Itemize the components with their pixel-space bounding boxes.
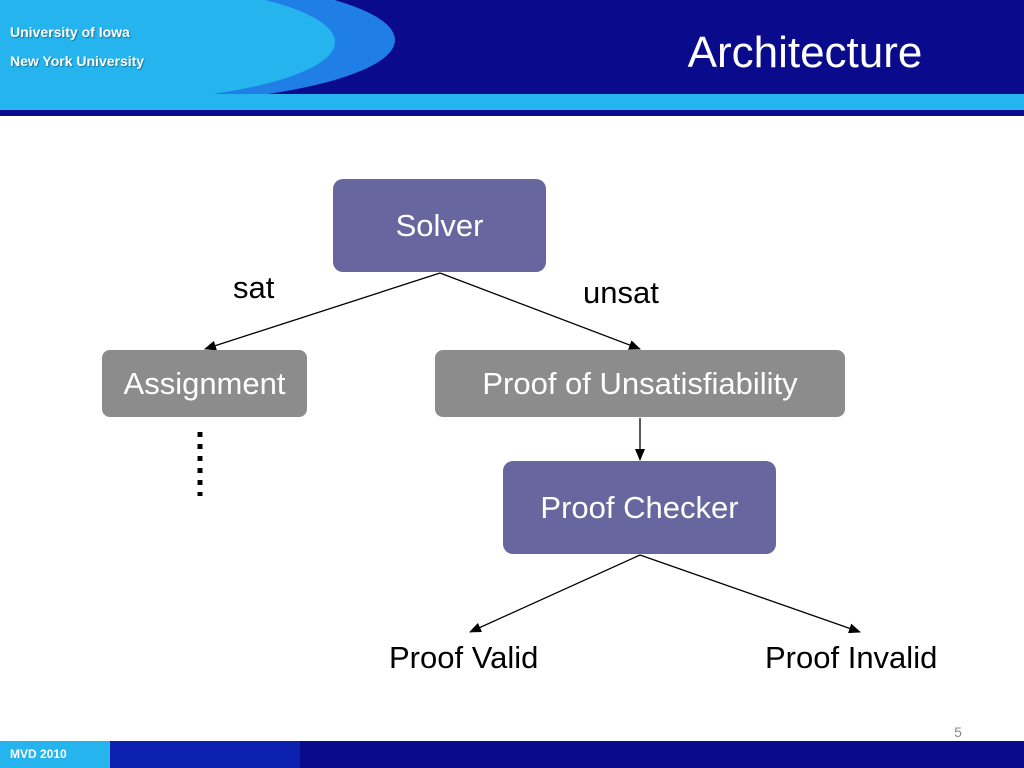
slide-title: Architecture bbox=[687, 28, 923, 77]
proof-checker-node: Proof Checker bbox=[503, 461, 776, 554]
edge-label-unsat: unsat bbox=[583, 275, 659, 310]
edge-label-sat: sat bbox=[233, 270, 275, 305]
proof-of-unsatisfiability-node: Proof of Unsatisfiability bbox=[435, 350, 845, 417]
affiliation-nyu: New York University bbox=[10, 53, 145, 69]
proof-checker-label: Proof Checker bbox=[540, 489, 739, 525]
footer-left-block bbox=[0, 741, 110, 768]
arrow-checker-to-invalid bbox=[639, 554, 861, 634]
header-swoosh bbox=[0, 0, 395, 104]
header-rule bbox=[0, 110, 1024, 116]
page-number: 5 bbox=[954, 724, 962, 740]
outcome-proof-valid: Proof Valid bbox=[389, 640, 539, 675]
footer-conference-label: MVD 2010 bbox=[10, 747, 67, 761]
outcome-proof-invalid: Proof Invalid bbox=[765, 640, 938, 675]
footer-mid-block bbox=[110, 741, 300, 768]
proof-of-unsatisfiability-label: Proof of Unsatisfiability bbox=[482, 365, 798, 401]
assignment-label: Assignment bbox=[123, 365, 286, 401]
arrow-solver-to-proof bbox=[439, 272, 641, 350]
affiliation-iowa: University of Iowa bbox=[10, 24, 130, 40]
arrow-solver-to-assignment bbox=[204, 272, 441, 351]
solver-node: Solver bbox=[333, 179, 546, 272]
solver-label: Solver bbox=[395, 207, 484, 243]
arrow-checker-to-valid bbox=[469, 554, 641, 633]
assignment-node: Assignment bbox=[102, 350, 307, 417]
header-stripe bbox=[0, 94, 1024, 110]
